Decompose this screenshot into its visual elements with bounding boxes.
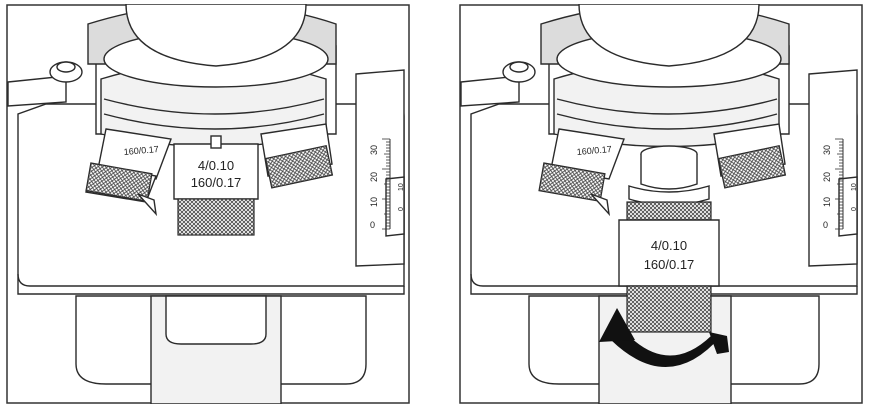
nosepiece-line-2 [103,113,325,130]
condenser-holder [165,295,267,345]
specimen-holder [355,69,405,267]
nosepiece-line-2 [556,113,778,130]
scale-label-20: 20 [822,172,832,182]
stage-knob-top [509,61,529,73]
scale-label-10: 10 [822,197,832,207]
scale-ticks [382,138,390,230]
scale-label-30: 30 [822,145,832,155]
left-objective-text: 160/0.17 [576,144,612,157]
removed-objective-line1: 4/0.10 [651,238,687,253]
vernier-label-10: 10 [398,183,405,191]
front-objective-line2: 160/0.17 [191,175,242,190]
objective-left: 160/0.17 [85,128,172,217]
objective-left: 160/0.17 [538,128,625,217]
objective-right [713,123,787,189]
vernier-label-0: 0 [398,207,405,211]
specimen-holder [808,69,858,267]
right-panel: 30 20 10 0 10 0 160/0.17 [459,3,863,405]
vernier-label-10: 10 [851,183,858,191]
nosepiece-line [556,98,778,115]
scale-label-20: 20 [369,172,379,182]
head-housing [578,3,760,67]
left-illustration: 30 20 10 0 10 0 160/0.17 [6,3,410,405]
scale-label-30: 30 [369,145,379,155]
stage-clip-arm [460,75,520,107]
scale-label-10: 10 [369,197,379,207]
scale: 30 20 10 0 10 0 [369,138,405,230]
nosepiece-line [103,98,325,115]
objective-front: 4/0.10 160/0.17 [173,135,259,236]
vernier-label-0: 0 [851,207,858,211]
left-panel: 30 20 10 0 10 0 160/0.17 [6,3,410,405]
objective-mount [628,145,710,206]
stage-edge [17,274,405,295]
left-objective-text: 160/0.17 [123,144,159,157]
removed-objective-line2: 160/0.17 [644,257,695,272]
scale: 30 20 10 0 10 0 [822,138,858,230]
stage-clip-arm [7,75,67,107]
scale-ticks [835,138,843,230]
right-illustration: 30 20 10 0 10 0 160/0.17 [459,3,863,405]
scale-label-0: 0 [823,220,828,230]
rotation-arrow-icon [599,308,729,368]
head-housing [125,3,307,67]
stage-knob-top [56,61,76,73]
scale-label-0: 0 [370,220,375,230]
objective-right [260,123,334,189]
objective-removed: 4/0.10 160/0.17 [618,201,720,333]
front-objective-line1: 4/0.10 [198,158,234,173]
